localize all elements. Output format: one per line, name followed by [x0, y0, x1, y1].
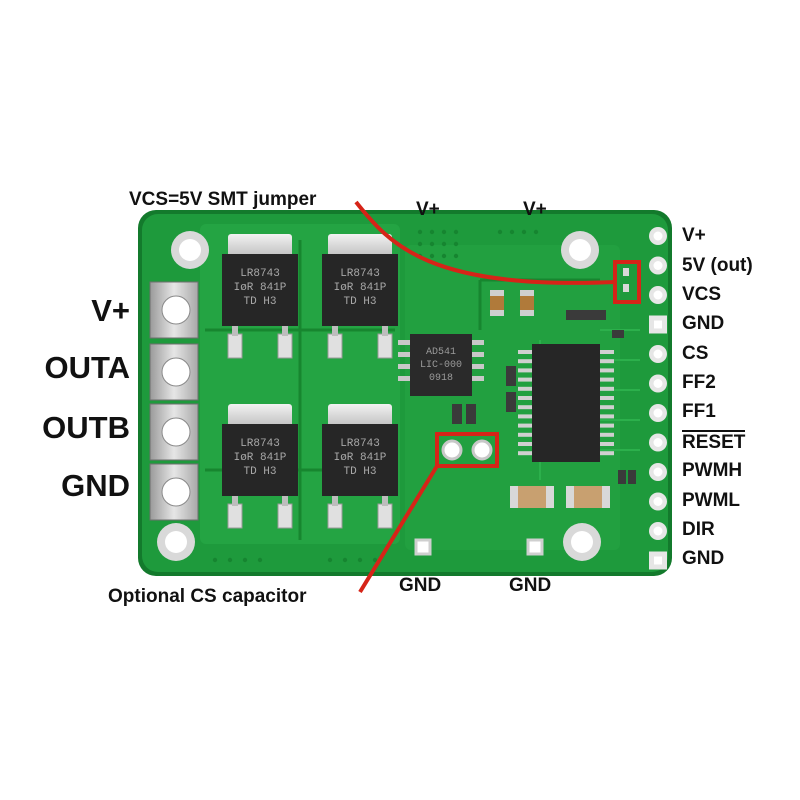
header-pin-9 — [649, 463, 667, 481]
mosfet-2-marking-2: IøR 841P — [334, 282, 387, 294]
header-pin-8 — [649, 433, 667, 452]
mosfet-3-marking-2: IøR 841P — [234, 452, 287, 464]
pin-label-pwmh: PWMH — [682, 460, 743, 481]
capacitor-callout — [358, 432, 499, 594]
top-label-vplus-2: V+ — [523, 199, 547, 220]
header-pin-2 — [649, 256, 667, 275]
header-pin-12 — [649, 551, 667, 570]
bottom-gnd-pads — [414, 538, 544, 556]
terminal-label-gnd: GND — [61, 468, 130, 503]
pin-label-vplus: V+ — [682, 225, 706, 246]
terminal-label-outb: OUTB — [42, 410, 130, 445]
mosfet-4-marking-2: IøR 841P — [334, 452, 387, 464]
header-pin-6 — [649, 374, 667, 393]
small-ic-marking-2: LIC-000 — [420, 360, 462, 371]
left-terminal-block — [149, 281, 199, 521]
driver-ic — [518, 344, 614, 462]
pin-label-dir: DIR — [682, 519, 715, 540]
header-pin-4 — [649, 315, 667, 334]
small-ic-marking-1: AD541 — [426, 347, 456, 358]
mosfet-1-marking-2: IøR 841P — [234, 282, 287, 294]
header-pin-7 — [649, 404, 667, 422]
mosfet-4-marking-3: TD H3 — [343, 466, 376, 478]
pin-label-ff2: FF2 — [682, 372, 716, 393]
terminal-label-vplus: V+ — [91, 293, 130, 328]
small-ic: AD541 LIC-000 0918 — [398, 334, 484, 396]
pin-label-ff1: FF1 — [682, 401, 716, 422]
pin-label-gnd-2: GND — [682, 548, 725, 569]
jumper-callout — [354, 200, 641, 304]
pin-label-gnd-1: GND — [682, 313, 725, 334]
right-pin-header — [649, 227, 667, 570]
pin-label-reset: RESET — [682, 430, 746, 453]
header-pin-5 — [649, 345, 667, 363]
pin-label-5v-out: 5V (out) — [682, 255, 753, 276]
terminal-label-outa: OUTA — [44, 350, 130, 385]
mosfet-3-marking-3: TD H3 — [243, 466, 276, 478]
via-field — [212, 229, 539, 563]
top-label-vplus-1: V+ — [416, 199, 440, 220]
cs-capacitor-pads — [441, 439, 493, 461]
pin-label-cs: CS — [682, 343, 709, 364]
pin-label-vcs: VCS — [682, 284, 722, 305]
mosfet-1-marking-1: LR8743 — [240, 268, 280, 280]
header-pin-1 — [649, 227, 667, 245]
mosfet-2-marking-1: LR8743 — [340, 268, 380, 280]
mounting-holes — [157, 231, 601, 561]
small-ic-marking-3: 0918 — [429, 373, 453, 384]
header-pin-3 — [649, 286, 667, 304]
pin-label-pwml: PWML — [682, 490, 741, 511]
bottom-label-gnd-1: GND — [399, 575, 442, 596]
bottom-label-gnd-2: GND — [509, 575, 552, 596]
mosfet-3-marking-1: LR8743 — [240, 438, 280, 450]
passive-components — [452, 290, 636, 508]
mosfet-4-marking-1: LR8743 — [340, 438, 380, 450]
capacitor-annotation: Optional CS capacitor — [108, 586, 307, 607]
mosfet-2-marking-3: TD H3 — [343, 296, 376, 308]
header-pin-10 — [649, 492, 667, 511]
header-pin-11 — [649, 522, 667, 540]
smt-jumper — [623, 268, 629, 292]
mosfet-1-marking-3: TD H3 — [243, 296, 276, 308]
jumper-annotation: VCS=5V SMT jumper — [129, 189, 317, 210]
